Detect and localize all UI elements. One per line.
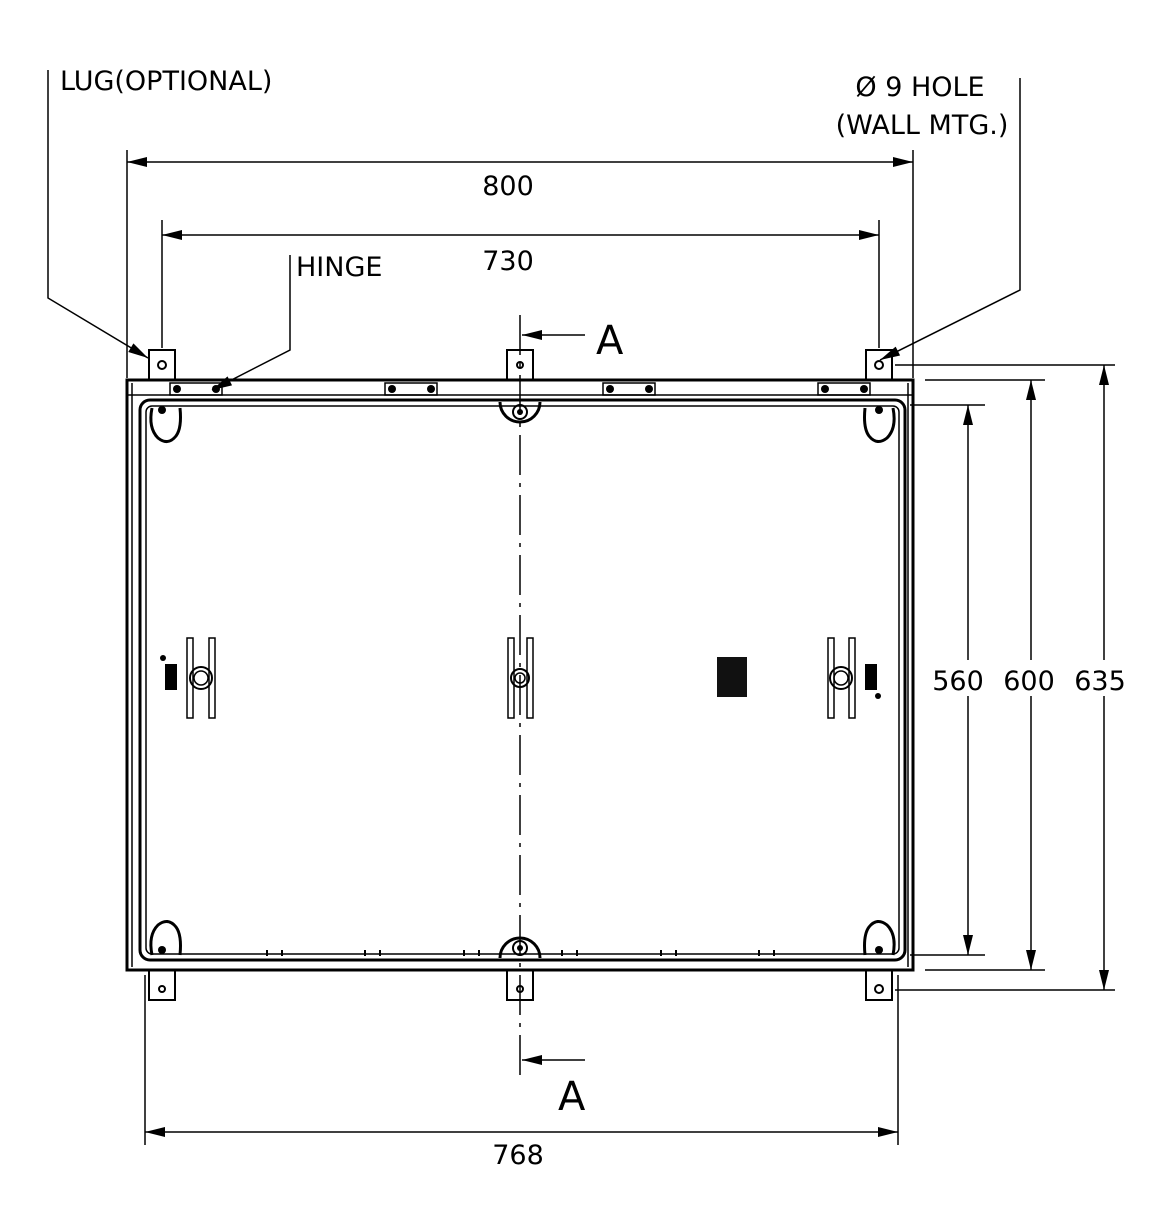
section-marker-bottom: A bbox=[522, 1055, 586, 1120]
svg-text:A: A bbox=[596, 318, 624, 364]
callout-lug: LUG(OPTIONAL) bbox=[47, 66, 272, 359]
lug bbox=[148, 349, 176, 381]
lug bbox=[865, 349, 893, 381]
h-bracket bbox=[827, 637, 856, 719]
boss bbox=[149, 920, 182, 956]
hinge-plate bbox=[384, 382, 438, 396]
svg-text:635: 635 bbox=[1074, 666, 1126, 697]
hinge-plate bbox=[602, 382, 656, 396]
dimension-730: 730 bbox=[161, 220, 880, 348]
hinge-plate bbox=[817, 382, 871, 396]
svg-text:LUG(OPTIONAL): LUG(OPTIONAL) bbox=[60, 66, 272, 97]
boss bbox=[863, 920, 896, 956]
svg-text:Ø 9 HOLE: Ø 9 HOLE bbox=[855, 72, 984, 103]
dimension-635: 635 bbox=[895, 364, 1130, 991]
lug bbox=[865, 969, 893, 1001]
latch bbox=[160, 655, 177, 690]
label-plate bbox=[717, 657, 747, 697]
svg-text:768: 768 bbox=[492, 1140, 544, 1171]
latch bbox=[865, 664, 881, 699]
svg-text:730: 730 bbox=[482, 246, 534, 277]
hinge-plates bbox=[169, 382, 871, 396]
svg-text:600: 600 bbox=[1003, 666, 1055, 697]
svg-text:800: 800 bbox=[482, 171, 534, 202]
svg-text:A: A bbox=[558, 1074, 586, 1120]
bottom-marks bbox=[266, 950, 775, 956]
boss bbox=[863, 406, 896, 443]
mounting-bosses bbox=[149, 401, 896, 959]
h-brackets bbox=[160, 637, 881, 719]
dimension-600: 600 bbox=[925, 379, 1058, 971]
svg-text:560: 560 bbox=[932, 666, 984, 697]
boss bbox=[149, 406, 182, 443]
dimension-768: 768 bbox=[144, 975, 899, 1171]
lug bbox=[148, 969, 176, 1001]
dimension-560: 560 bbox=[910, 404, 986, 956]
svg-text:(WALL MTG.): (WALL MTG.) bbox=[836, 110, 1009, 141]
section-marker-top: A bbox=[522, 318, 624, 364]
callout-hinge: HINGE bbox=[211, 252, 382, 391]
svg-text:HINGE: HINGE bbox=[296, 252, 382, 283]
dimension-800: 800 bbox=[126, 150, 914, 378]
callout-hole: Ø 9 HOLE (WALL MTG.) bbox=[836, 72, 1021, 361]
h-bracket bbox=[186, 637, 216, 719]
